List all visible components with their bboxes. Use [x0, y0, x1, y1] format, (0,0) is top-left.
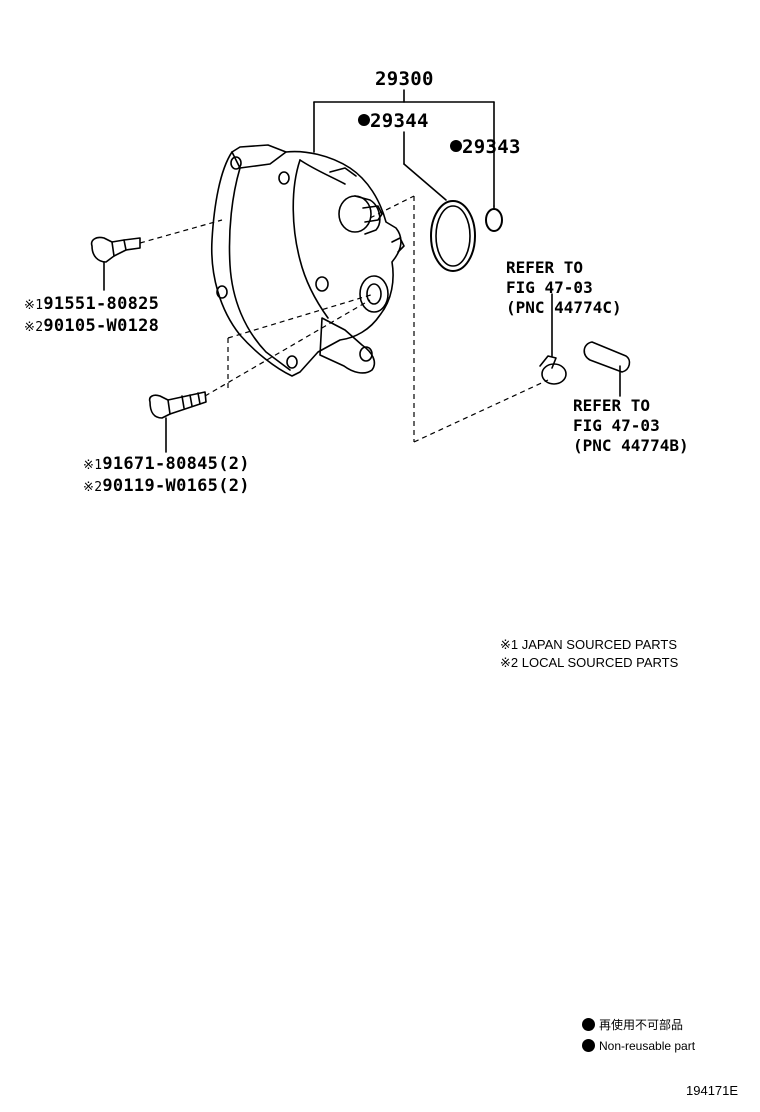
non-reusable-dot-icon — [358, 114, 370, 126]
marker-1: ※1 — [24, 298, 44, 313]
part-29343-label: 29343 — [450, 138, 521, 157]
vacuum-pump-housing — [210, 144, 405, 377]
non-reusable-dot-icon — [450, 140, 462, 152]
marker-2: ※2 — [83, 480, 103, 495]
leader-29344 — [403, 131, 447, 201]
bolt-bottom-part-2: ※290119-W0165(2) — [83, 476, 250, 496]
bolt-top-icon — [90, 236, 141, 291]
main-part-number: 29300 — [375, 68, 434, 90]
hose-clamp-icon — [539, 293, 567, 385]
o-ring-29343 — [485, 208, 503, 232]
part-29344-label: 29344 — [358, 112, 429, 131]
bolt-top-part-1: ※191551-80825 — [24, 294, 160, 314]
marker-2: ※2 — [24, 320, 44, 335]
non-reusable-dot-icon — [582, 1018, 595, 1031]
bolt-bottom-icon — [148, 391, 207, 453]
legend-non-reusable-jp: 再使用不可部品 — [582, 1018, 683, 1031]
main-part-bracket — [313, 89, 495, 207]
note-local-sourced: ※2 LOCAL SOURCED PARTS — [500, 655, 679, 670]
non-reusable-dot-icon — [582, 1039, 595, 1052]
marker-1: ※1 — [83, 458, 103, 473]
hose-icon — [583, 341, 631, 397]
refer-label-lower: REFER TO FIG 47-03 (PNC 44774B) — [573, 396, 689, 455]
o-ring-29344 — [430, 200, 476, 272]
bolt-bottom-part-1: ※191671-80845(2) — [83, 454, 250, 474]
refer-label-upper: REFER TO FIG 47-03 (PNC 44774C) — [506, 258, 622, 317]
legend-non-reusable-en: Non-reusable part — [582, 1039, 695, 1052]
note-japan-sourced: ※1 JAPAN SOURCED PARTS — [500, 637, 678, 652]
figure-id: 194171E — [686, 1083, 739, 1098]
bolt-top-part-2: ※290105-W0128 — [24, 316, 160, 336]
